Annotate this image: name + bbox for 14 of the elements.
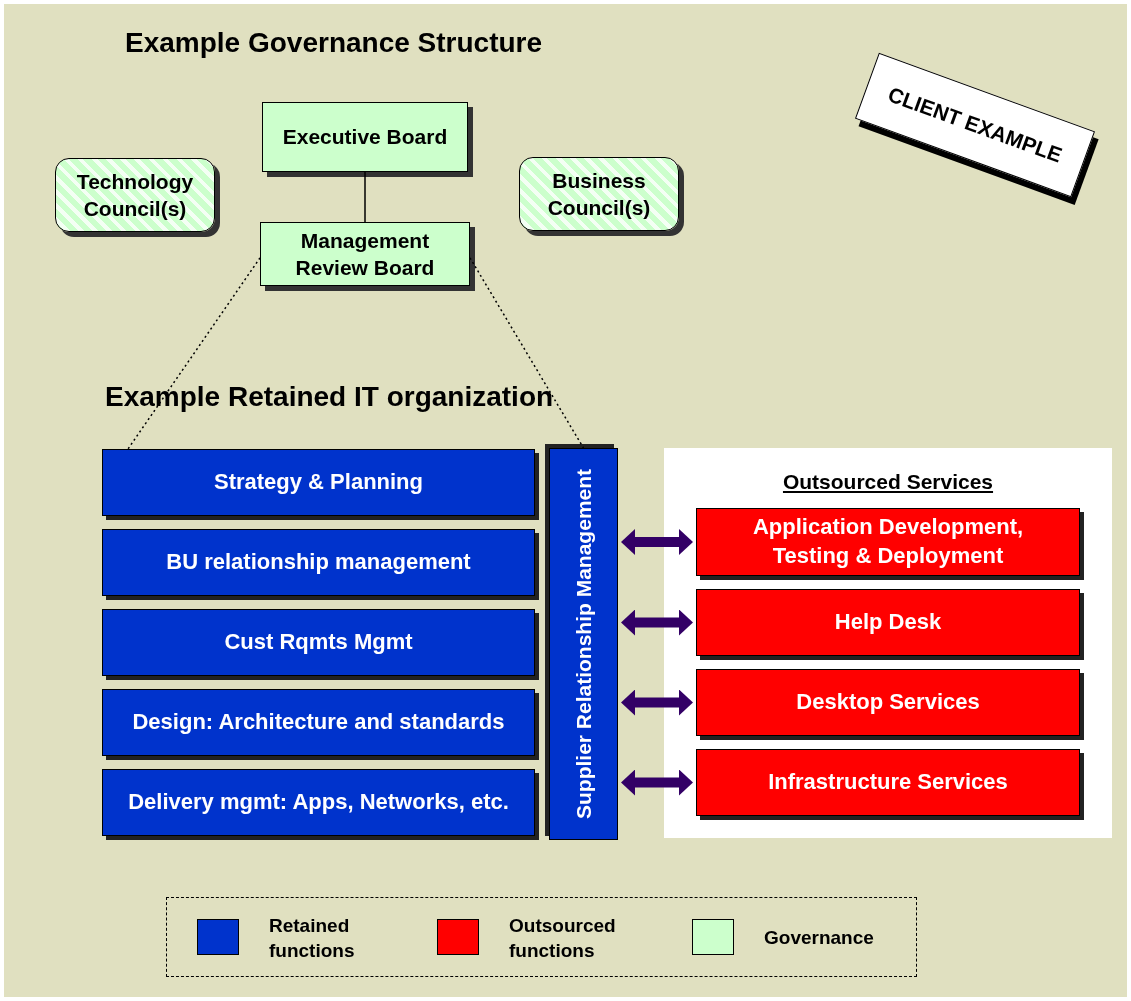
dotted-line bbox=[127, 257, 261, 450]
title: Example Governance Structure bbox=[125, 27, 543, 59]
section-heading: Example Retained IT organization bbox=[105, 381, 554, 413]
panel-heading: Outsourced Services bbox=[781, 469, 995, 495]
double-arrow bbox=[621, 609, 693, 636]
legend-label: Outsourced functions bbox=[509, 914, 617, 963]
double-arrow bbox=[621, 769, 693, 796]
legend-label: Governance bbox=[764, 926, 875, 950]
dotted-line bbox=[469, 257, 585, 449]
double-arrow bbox=[621, 529, 693, 555]
legend-label: Retained functions bbox=[269, 914, 356, 963]
services-panel bbox=[664, 448, 1112, 838]
connector-line bbox=[364, 171, 366, 223]
double-arrow bbox=[621, 689, 693, 716]
